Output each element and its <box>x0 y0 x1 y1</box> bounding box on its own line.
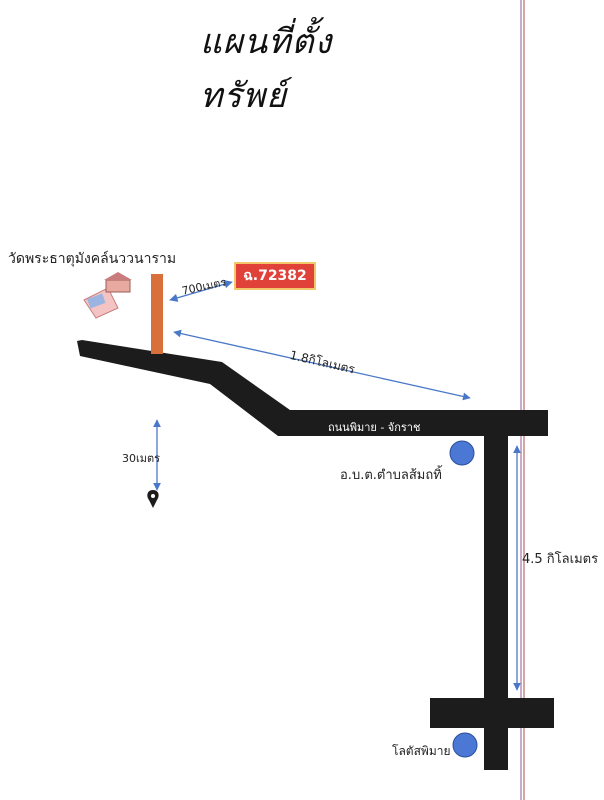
location-pin-icon <box>147 490 159 508</box>
arrow-1-8km <box>173 329 471 401</box>
distance-30m-label: 30เมตร <box>122 452 161 465</box>
road-name-label: ถนนพิมาย - จักราช <box>328 421 421 434</box>
distance-4-5km-label: 4.5 กิโลเมตร <box>522 552 599 567</box>
lotus-label: โลตัสพิมาย <box>392 744 451 758</box>
map-title: แผนที่ตั้งทรัพย์ <box>200 22 333 116</box>
tambon-office-marker <box>449 440 475 466</box>
property-lane <box>151 274 163 354</box>
lotus-marker <box>452 732 478 758</box>
tambon-office-label: อ.บ.ต.ตำบลส้มถทิ้ <box>340 468 442 483</box>
property-plate-label: ฉ.72382 <box>234 262 316 290</box>
temple-icon <box>83 272 132 319</box>
arrow-700m <box>169 280 233 302</box>
cross-road <box>430 698 554 728</box>
temple-label: วัดพระธาตุมังคล์นววนาราม <box>8 251 177 267</box>
